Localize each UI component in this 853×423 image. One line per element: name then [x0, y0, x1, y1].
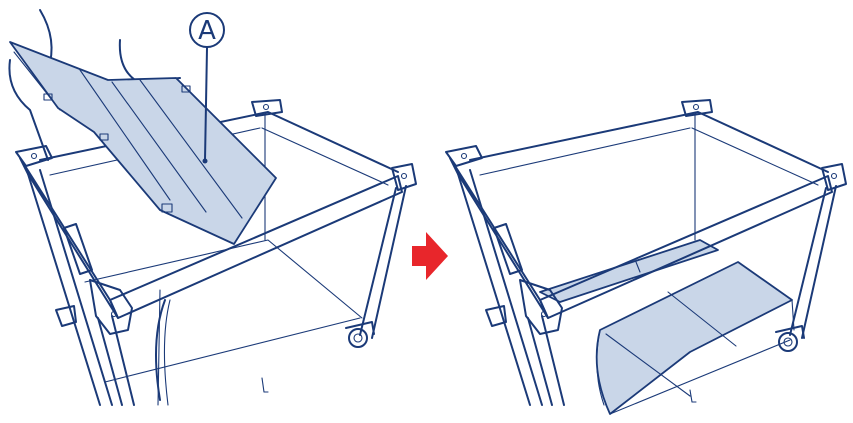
wheel [775, 325, 805, 352]
step-1-panel: A [8, 9, 417, 406]
right-leg [359, 185, 407, 339]
left-front-leg [457, 169, 543, 406]
corner-joint [519, 279, 563, 335]
callout-a: A [189, 12, 225, 164]
corner-hinge [681, 99, 713, 117]
mattress-on-floor [595, 261, 793, 415]
mattress-board [9, 41, 277, 245]
corner-hinge [15, 145, 53, 167]
corner-hinge [251, 99, 283, 117]
back-top-rail [469, 111, 829, 173]
left-top-rail [19, 157, 119, 319]
callout-label: A [198, 16, 216, 46]
step-2-panel [445, 99, 847, 415]
left-top-rail [449, 157, 549, 319]
corner-hinge [821, 163, 847, 191]
right-leg [789, 185, 837, 339]
corner-joint [89, 279, 133, 335]
corner-hinge [391, 163, 417, 191]
wheel [345, 321, 375, 348]
corner-hinge [445, 145, 483, 167]
left-front-leg [27, 169, 113, 406]
step-arrow [412, 232, 448, 280]
person-arm [8, 59, 49, 161]
